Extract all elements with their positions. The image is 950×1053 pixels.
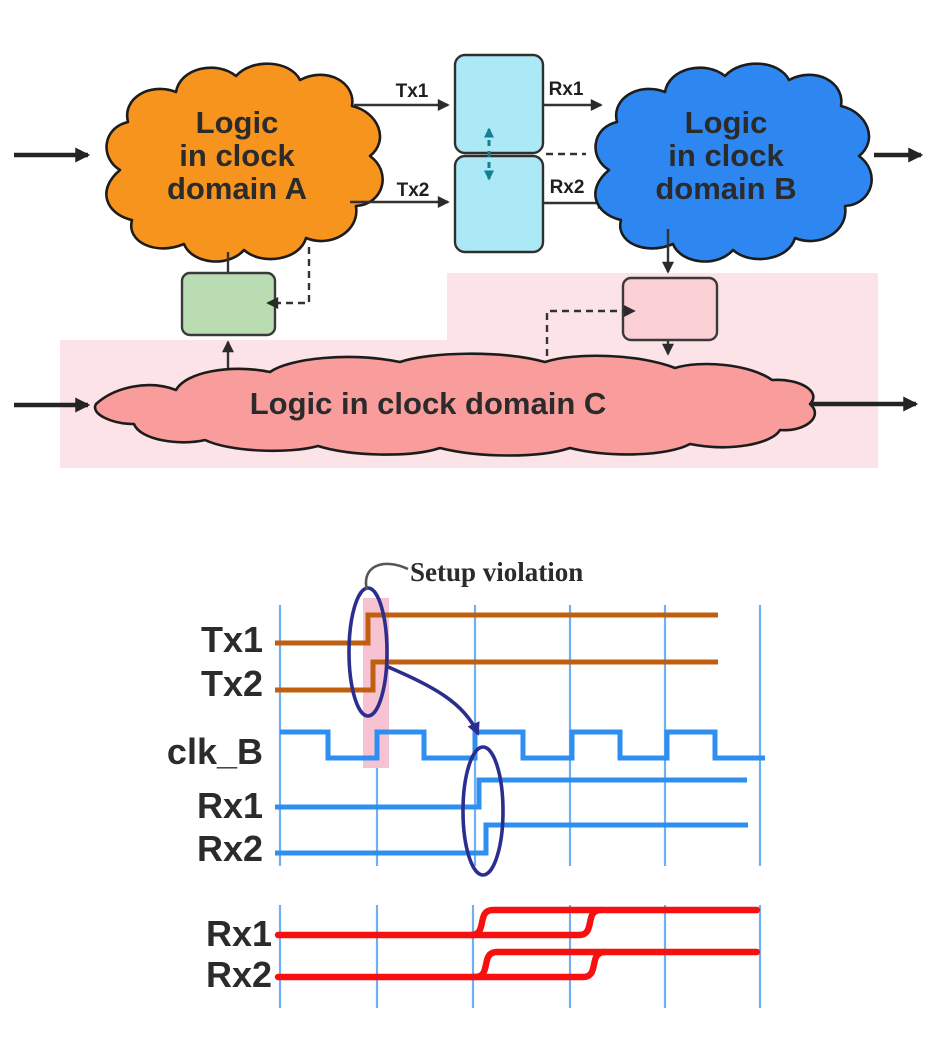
metastability-gridlines [278, 905, 762, 1008]
timing-label-rx1: Rx1 [197, 785, 263, 826]
cloud-a-label-line3: domain A [167, 171, 307, 206]
cloud-b-label-line2: in clock [668, 138, 784, 173]
clk-b-waveform [280, 729, 765, 761]
cloud-domain-c [93, 352, 817, 457]
timing-label-clk-b: clk_B [167, 731, 263, 772]
synchronizer-box-1 [453, 53, 545, 155]
setup-violation-pointer-line [364, 562, 409, 591]
cloud-a-label-line1: Logic [196, 105, 279, 140]
timing-diagram: Tx1 Tx2 clk_B Rx1 Rx2 Setup violation [167, 557, 765, 877]
rx2-late-transition-waveform [471, 948, 609, 981]
rx-transition-highlight-ellipse [461, 745, 505, 877]
rx1-wire-label: Rx1 [549, 79, 584, 100]
block-diagram: Logic in clock domain A Tx1 Tx2 Rx1 Rx2 … [14, 53, 924, 468]
metastability-label-rx1: Rx1 [206, 913, 272, 954]
tx1-waveform [275, 612, 718, 646]
tx-transition-highlight-ellipse [347, 586, 389, 718]
dashed-clock-feed-to-green-reg [266, 247, 311, 309]
tx1-wire-label: Tx1 [396, 81, 429, 102]
timing-label-tx2: Tx2 [201, 663, 263, 704]
cloud-b-label-line1: Logic [685, 105, 768, 140]
green-clock-register [180, 271, 277, 337]
rx1-early-transition-waveform [274, 906, 761, 939]
synchronizer-box-2 [453, 154, 545, 254]
metastability-diagram: Rx1 Rx2 [206, 905, 762, 1008]
dashed-clock-feed-to-pink-reg [545, 305, 636, 356]
tx2-waveform [275, 659, 718, 693]
rx2-wire-label: Rx2 [550, 177, 585, 198]
cloud-a-label-line2: in clock [179, 138, 295, 173]
rx2-waveform [275, 822, 748, 856]
rx2-early-transition-waveform [274, 948, 761, 981]
pink-clock-register [621, 276, 719, 342]
rx1-late-transition-waveform [467, 906, 605, 939]
timing-label-tx1: Tx1 [201, 619, 263, 660]
cloud-b-label-line3: domain B [655, 171, 796, 206]
tx2-wire-label: Tx2 [397, 180, 430, 201]
timing-label-rx2: Rx2 [197, 828, 263, 869]
metastability-label-rx2: Rx2 [206, 954, 272, 995]
cloud-c-label: Logic in clock domain C [250, 386, 607, 421]
cause-effect-curve-arrow [385, 664, 480, 736]
setup-violation-label: Setup violation [410, 557, 583, 587]
rx1-waveform [275, 777, 747, 810]
